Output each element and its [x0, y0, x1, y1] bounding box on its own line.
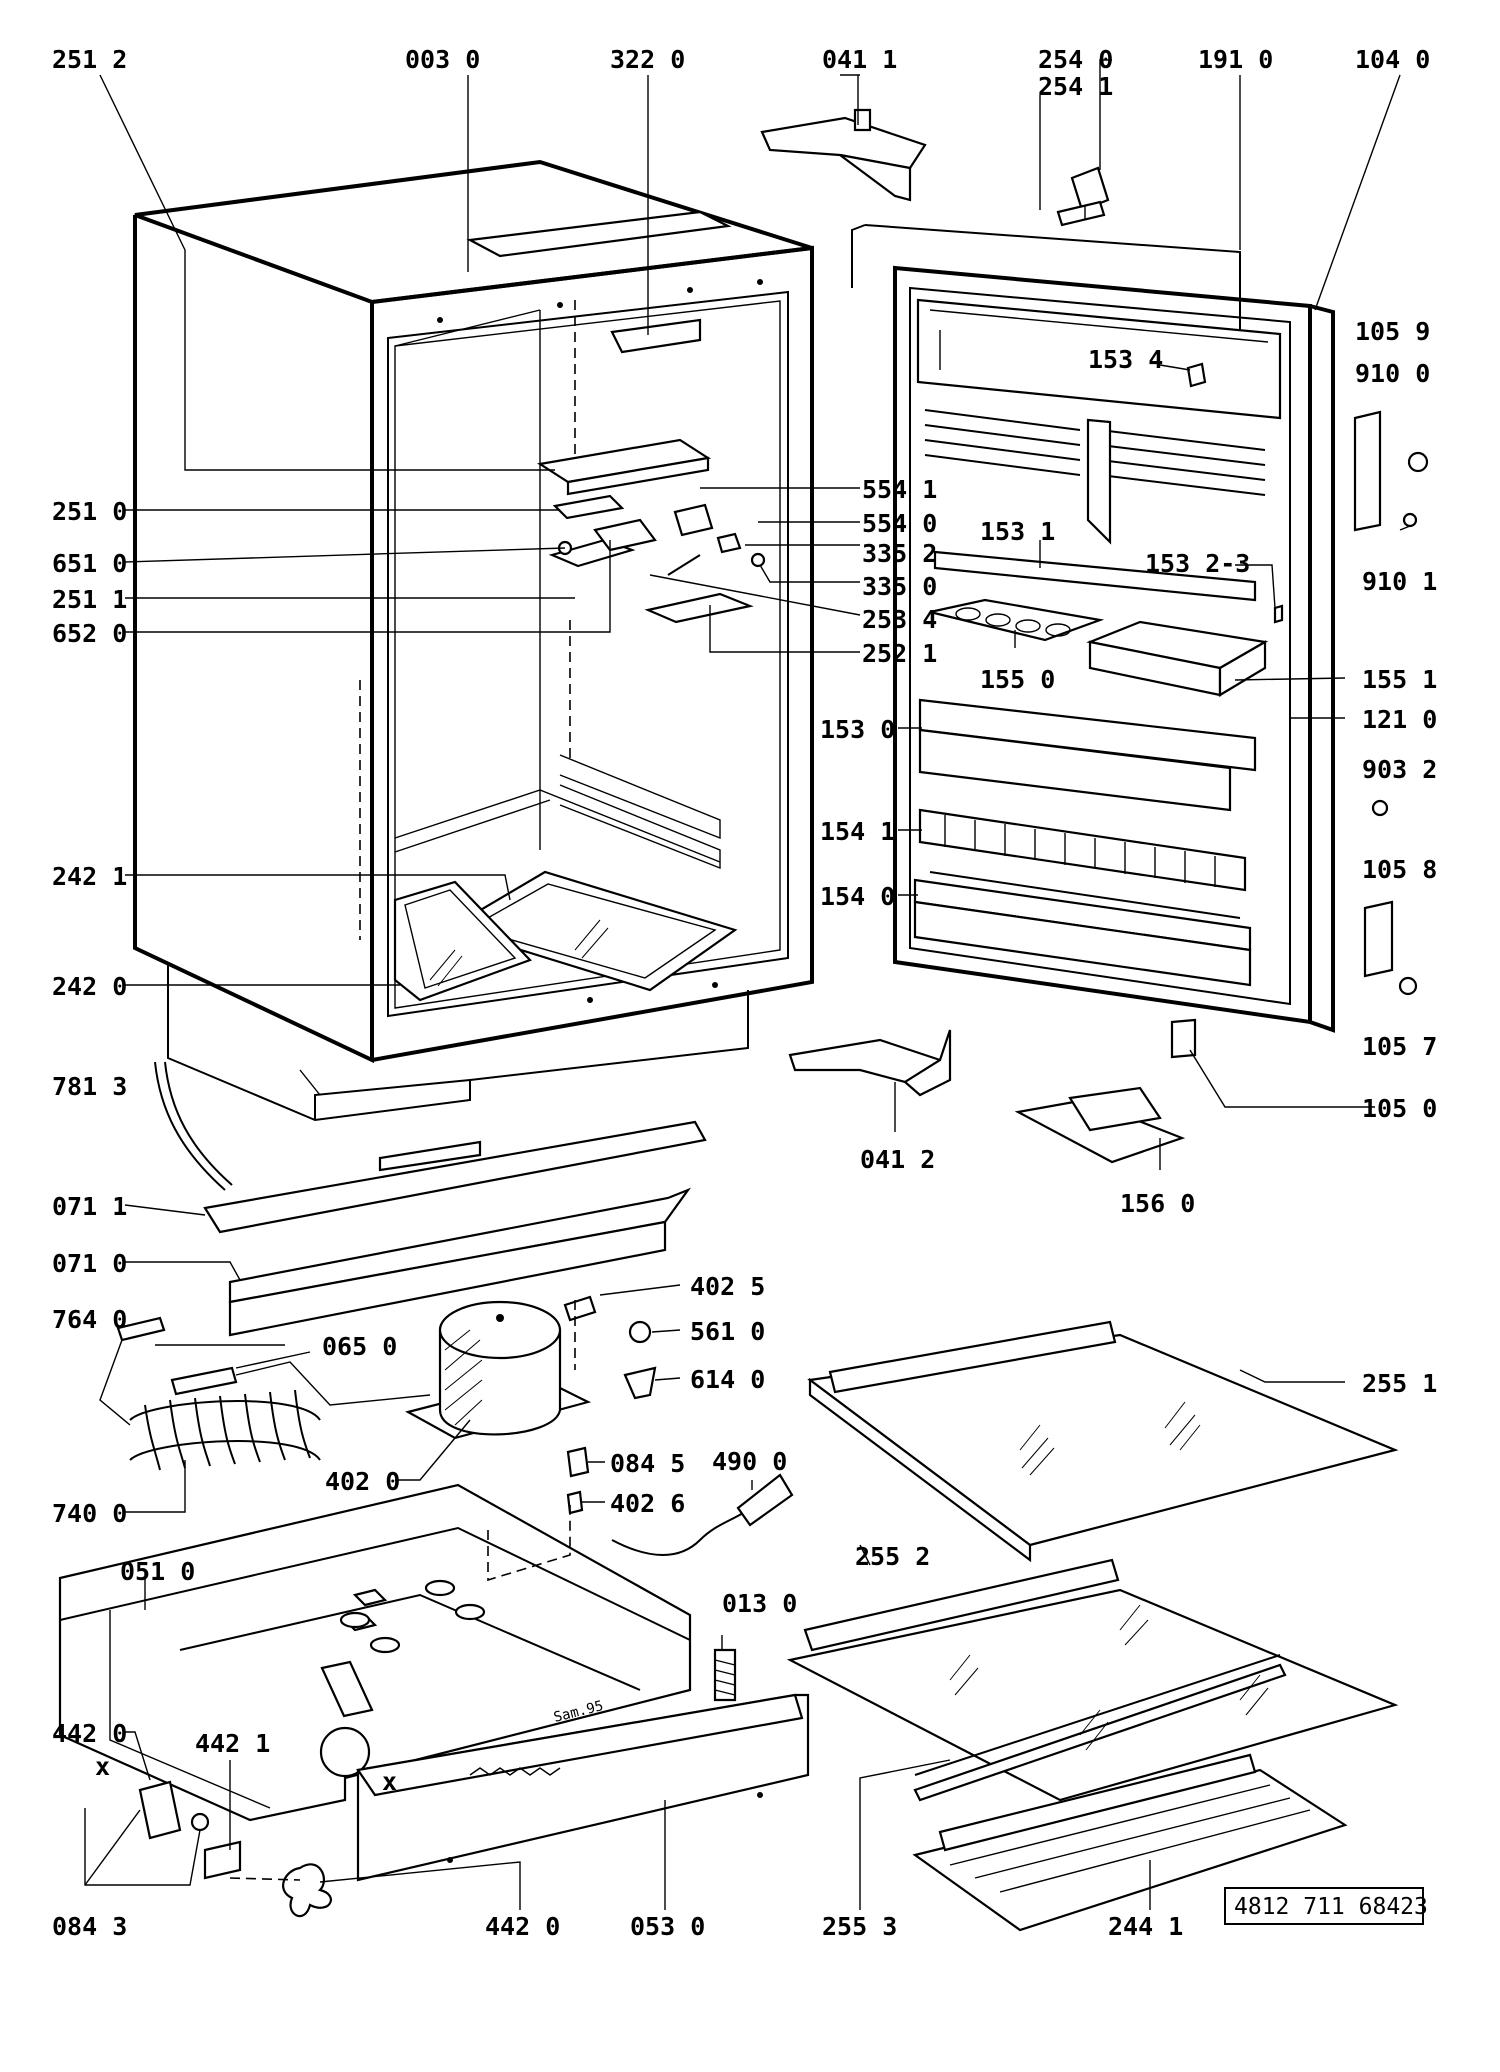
label-781-3: 781 3: [52, 1072, 127, 1101]
label-071-0: 071 0: [52, 1249, 127, 1278]
label-251-2: 251 2: [52, 45, 127, 74]
label-084-5: 084 5: [610, 1449, 685, 1478]
label-153-2-3: 153 2-3: [1145, 549, 1250, 578]
label-402-6: 402 6: [610, 1489, 685, 1518]
label-153-4: 153 4: [1088, 345, 1163, 374]
label-442-1: 442 1: [195, 1729, 270, 1758]
label-041-1: 041 1: [822, 45, 897, 74]
part-labels: 251 2 003 0 322 0 041 1 254 0 254 1 191 …: [52, 45, 1437, 1941]
label-442-0-a: 442 0: [52, 1719, 127, 1748]
label-003-0: 003 0: [405, 45, 480, 74]
label-254-0: 254 0: [1038, 45, 1113, 74]
label-041-2: 041 2: [860, 1145, 935, 1174]
label-105-9: 105 9: [1355, 317, 1430, 346]
label-561-0: 561 0: [690, 1317, 765, 1346]
label-105-7: 105 7: [1362, 1032, 1437, 1061]
label-910-1: 910 1: [1362, 567, 1437, 596]
cabinet: [133, 159, 814, 1122]
label-335-2: 335 2: [862, 539, 937, 568]
label-051-0: 051 0: [120, 1557, 195, 1586]
label-322-0: 322 0: [610, 45, 685, 74]
label-740-0: 740 0: [52, 1499, 127, 1528]
label-104-0: 104 0: [1355, 45, 1430, 74]
label-251-0: 251 0: [52, 497, 127, 526]
label-764-0: 764 0: [52, 1305, 127, 1334]
label-154-0: 154 0: [820, 882, 895, 911]
door: [851, 224, 1335, 1033]
label-121-0: 121 0: [1362, 705, 1437, 734]
label-614-0: 614 0: [690, 1365, 765, 1394]
label-255-2: 255 2: [855, 1542, 930, 1571]
label-153-0: 153 0: [820, 715, 895, 744]
lower-assembly: Sam.95: [58, 1061, 1399, 1932]
label-242-1: 242 1: [52, 862, 127, 891]
label-084-3: 084 3: [52, 1912, 127, 1941]
thermostat-assembly: [537, 438, 766, 624]
label-191-0: 191 0: [1198, 45, 1273, 74]
label-253-4: 253 4: [862, 605, 937, 634]
label-155-1: 155 1: [1362, 665, 1437, 694]
label-071-1: 071 1: [52, 1192, 127, 1221]
label-554-0: 554 0: [862, 509, 937, 538]
label-065-0: 065 0: [322, 1332, 397, 1361]
label-x-2: x: [382, 1767, 397, 1796]
label-402-0: 402 0: [325, 1467, 400, 1496]
catalog-number: 4812 711 68423: [1234, 1894, 1428, 1920]
label-255-1: 255 1: [1362, 1369, 1437, 1398]
label-335-0: 335 0: [862, 572, 937, 601]
label-252-1: 252 1: [862, 639, 937, 668]
label-053-0: 053 0: [630, 1912, 705, 1941]
label-244-1: 244 1: [1108, 1912, 1183, 1941]
label-652-0: 652 0: [52, 619, 127, 648]
label-156-0: 156 0: [1120, 1189, 1195, 1218]
label-242-0: 242 0: [52, 972, 127, 1001]
label-651-0: 651 0: [52, 549, 127, 578]
label-154-1: 154 1: [820, 817, 895, 846]
label-105-8: 105 8: [1362, 855, 1437, 884]
label-105-0: 105 0: [1362, 1094, 1437, 1123]
label-155-0: 155 0: [980, 665, 1055, 694]
label-153-1: 153 1: [980, 517, 1055, 546]
label-554-1: 554 1: [862, 475, 937, 504]
label-490-0: 490 0: [712, 1447, 787, 1476]
crisper-drawers: [393, 870, 738, 1002]
label-013-0: 013 0: [722, 1589, 797, 1618]
catalog-number-box: 4812 711 68423: [1224, 1887, 1428, 1925]
label-442-0-b: 442 0: [485, 1912, 560, 1941]
label-903-2: 903 2: [1362, 755, 1437, 784]
small-parts: [760, 108, 1429, 1164]
label-255-3: 255 3: [822, 1912, 897, 1941]
leader-lines: [84, 59, 1411, 1910]
label-254-1: 254 1: [1038, 72, 1113, 101]
label-402-5: 402 5: [690, 1272, 765, 1301]
label-251-1: 251 1: [52, 585, 127, 614]
label-910-0: 910 0: [1355, 359, 1430, 388]
label-x-1: x: [95, 1752, 110, 1781]
